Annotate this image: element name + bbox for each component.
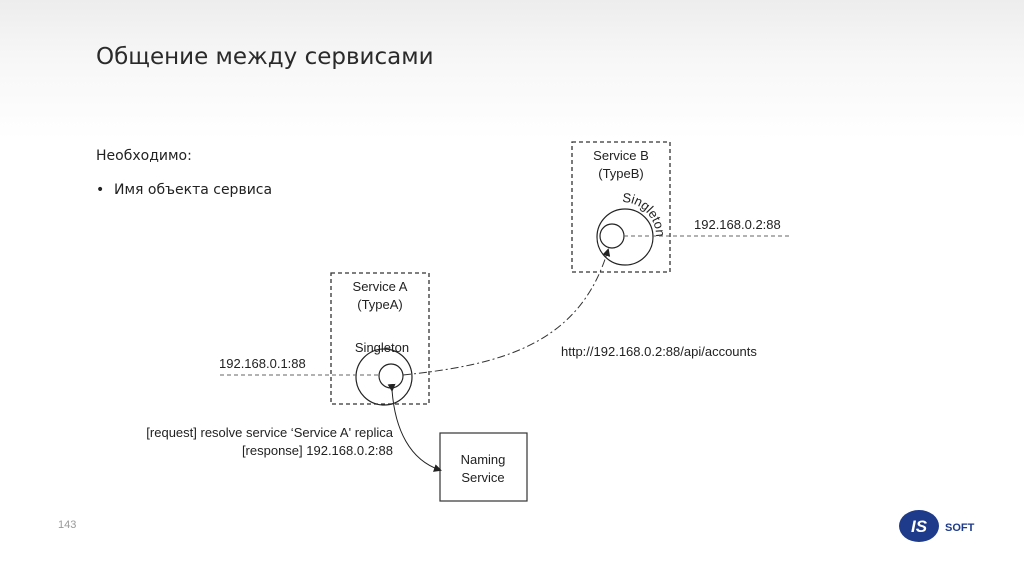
service-b-instance-circle	[599, 223, 625, 249]
call-url: http://192.168.0.2:88/api/accounts	[561, 344, 757, 359]
service-b-type: (TypeB)	[598, 166, 644, 181]
naming-service-box	[439, 432, 528, 502]
service-a-box	[330, 272, 430, 405]
naming-service-line2: Service	[461, 470, 504, 485]
service-b-address: 192.168.0.2:88	[694, 217, 781, 232]
service-b-box	[571, 141, 671, 273]
bullet-item: • Имя объекта сервиса	[96, 182, 272, 198]
resolve-response: [response] 192.168.0.2:88	[242, 443, 393, 458]
resolve-arrow	[387, 383, 442, 472]
bullet-dot: •	[96, 182, 105, 198]
logo-word: SOFT	[945, 522, 975, 534]
page-title: Общение между сервисами	[96, 44, 434, 70]
page-number: 143	[58, 519, 77, 531]
service-a-singleton-ring	[355, 348, 413, 406]
call-arrow	[402, 248, 611, 376]
service-b-singleton-ring	[596, 208, 654, 266]
issoft-logo: IS SOFT	[899, 510, 975, 542]
logo-mark: IS	[911, 517, 928, 536]
resolve-request: [request] resolve service ‘Service A' re…	[146, 425, 393, 440]
intro-text: Необходимо:	[96, 148, 192, 164]
service-a-name: Service A	[353, 279, 408, 294]
naming-service-line1: Naming	[461, 452, 506, 467]
service-a-address: 192.168.0.1:88	[219, 356, 306, 371]
service-a-singleton-label: Singleton	[355, 340, 409, 355]
bullet-text: Имя объекта сервиса	[114, 182, 273, 198]
service-a-type: (TypeA)	[357, 297, 403, 312]
service-b-name: Service B	[593, 148, 649, 163]
service-a-instance-circle	[378, 363, 404, 389]
service-b-singleton-label: Singleton	[622, 190, 669, 237]
